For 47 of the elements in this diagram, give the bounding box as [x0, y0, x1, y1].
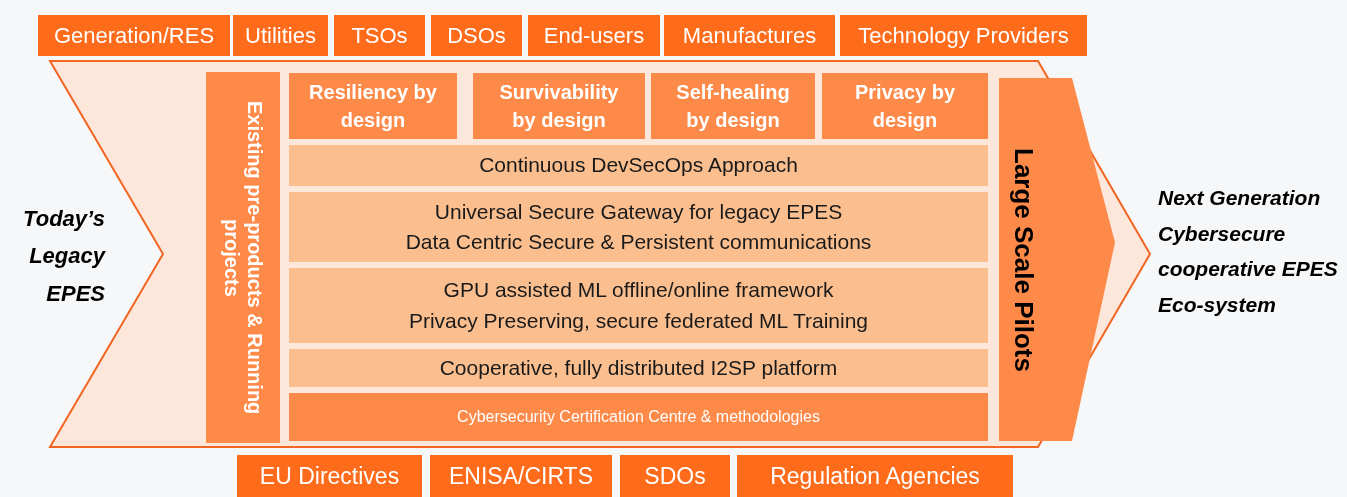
node-label: Cooperative, fully distributed I2SP platform	[439, 354, 838, 381]
layer-band	[289, 268, 988, 343]
pilots-label: Large Scale Pilots	[1007, 147, 1040, 372]
node-label: Regulation Agencies	[770, 462, 980, 490]
node-label: End-users	[543, 22, 645, 49]
node-label: Universal Secure Gateway for legacy EPES	[434, 198, 843, 225]
node-label: DSOs	[447, 22, 506, 49]
node-label: Resiliency by design	[308, 80, 438, 133]
stakeholder-box	[664, 15, 835, 56]
node-label: Continuous DevSecOps Approach	[479, 152, 798, 179]
node-label: Existing pre-products & Running projects	[220, 99, 266, 417]
node-label: Technology Providers	[858, 22, 1069, 49]
node-label: EU Directives	[259, 462, 400, 490]
stakeholder-box	[334, 15, 425, 56]
projects-bar	[206, 72, 280, 443]
stakeholder-box	[431, 15, 522, 56]
node-label: SDOs	[644, 462, 706, 490]
state-label: Today’s Legacy EPES	[22, 205, 105, 308]
node-label: Survivability by design	[498, 80, 620, 133]
node-label: Manufactures	[682, 22, 817, 49]
node-label: GPU assisted ML offline/online framework	[443, 277, 834, 304]
principle-box	[289, 73, 457, 139]
node-label: Data Centric Secure & Persistent communications	[405, 229, 872, 255]
layer-band	[289, 145, 988, 186]
layer-band	[289, 192, 988, 262]
node-label: Cybersecurity Certification Centre & methodologies	[457, 408, 820, 426]
principle-box	[822, 73, 988, 139]
node-label: Privacy Preserving, secure federated ML Training	[408, 307, 869, 334]
stakeholder-box	[528, 15, 660, 56]
regulator-box	[430, 455, 612, 497]
stakeholder-box	[840, 15, 1087, 56]
node-label: Utilities	[245, 22, 316, 49]
node-label: ENISA/CIRTS	[449, 462, 593, 490]
stakeholder-box	[38, 15, 230, 56]
stakeholder-box	[233, 15, 328, 56]
node-label: TSOs	[351, 22, 408, 49]
node-label: Privacy by design	[853, 80, 957, 133]
node-label: Generation/RES	[53, 22, 215, 49]
regulator-box	[237, 455, 422, 497]
state-label: Next Generation Cybersecure cooperative EPES Eco-system	[1158, 185, 1339, 319]
layer-band	[289, 349, 988, 387]
regulator-box	[737, 455, 1013, 497]
node-label: Self-healing by design	[675, 80, 791, 133]
regulator-box	[620, 455, 730, 497]
principle-box	[651, 73, 815, 139]
principle-box	[473, 73, 645, 139]
layer-band	[289, 393, 988, 441]
